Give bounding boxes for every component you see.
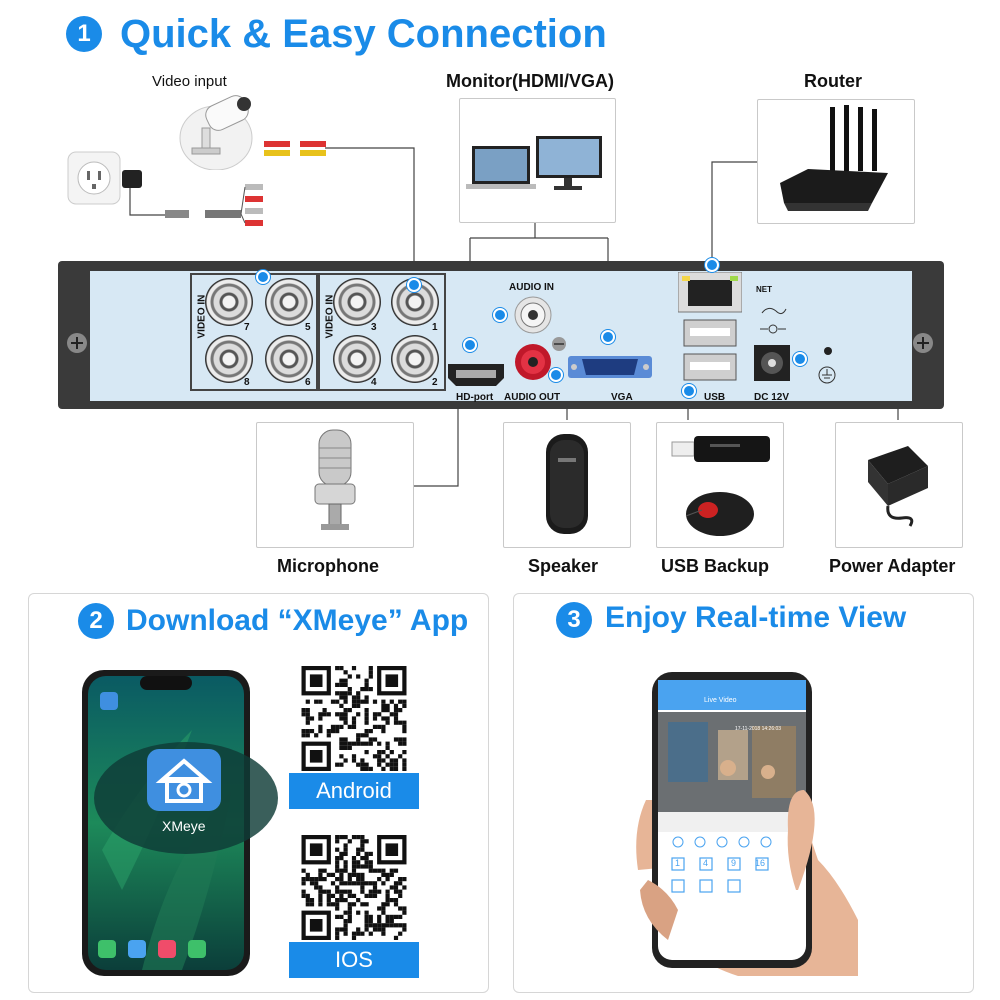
live-video-title: Live Video (704, 697, 737, 704)
rca-plug-icon (264, 141, 326, 156)
microphone-icon (314, 429, 356, 530)
audio-out-label: AUDIO OUT (504, 392, 561, 403)
audio-in-label: AUDIO IN (509, 282, 554, 293)
monitor-label: Monitor(HDMI/VGA) (446, 71, 614, 91)
port-number: 5 (305, 322, 311, 333)
speaker-label: Speaker (528, 556, 599, 576)
step-3-badge: 3 (556, 602, 592, 638)
connection-dot (463, 338, 477, 352)
connection-dot (407, 278, 421, 292)
video-in-group-left (190, 273, 318, 391)
speaker-icon (546, 434, 588, 534)
ios-qr-code[interactable] (289, 835, 419, 945)
step-2-badge: 2 (78, 603, 114, 639)
screw-icon (913, 333, 933, 353)
net-label: NET (756, 285, 772, 294)
dc-polarity-icon (760, 307, 787, 334)
power-plug-icon (122, 170, 142, 188)
ground-icon (818, 366, 836, 384)
dc-label: DC 12V (754, 392, 790, 403)
connection-dot (549, 368, 563, 382)
bnc-port-3[interactable] (333, 278, 381, 326)
step-1-badge: 1 (66, 16, 102, 52)
video-in-label: VIDEO IN (196, 294, 208, 339)
camera-icon (179, 95, 253, 170)
step-3-title: Enjoy Real-time View (605, 601, 907, 634)
connection-dot (601, 330, 615, 344)
bnc-port-5[interactable] (265, 278, 313, 326)
connection-dot (793, 352, 807, 366)
port-number: 4 (371, 377, 377, 388)
video-in-group-right (318, 273, 446, 391)
step-2-title: Download “XMeye” App (126, 604, 469, 637)
hand-phone-image (636, 672, 858, 976)
grid-4-button[interactable]: 4 (703, 858, 709, 868)
video-in-label: VIDEO IN (324, 294, 336, 339)
hole-icon (824, 347, 832, 355)
xmeye-app-icon[interactable] (145, 747, 223, 813)
microphone-label: Microphone (277, 556, 379, 576)
usb-backup-label: USB Backup (661, 556, 770, 576)
video-input-label: Video input (152, 73, 227, 90)
screw-icon (67, 333, 87, 353)
hd-port-label: HD-port (456, 392, 494, 403)
xmeye-app-name: XMeye (162, 818, 206, 834)
connection-dot (493, 308, 507, 322)
wall-outlet-icon (67, 151, 121, 205)
port-number: 3 (371, 322, 377, 333)
android-label: Android (289, 773, 419, 809)
grid-16-button[interactable]: 16 (755, 858, 766, 868)
vga-label: VGA (611, 392, 633, 403)
bnc-port-6[interactable] (265, 335, 313, 383)
usb-label: USB (704, 392, 726, 403)
port-number: 1 (432, 322, 438, 333)
connection-dot (256, 270, 270, 284)
connection-dot (705, 258, 719, 272)
vga-port-icon[interactable] (568, 350, 652, 384)
live-timestamp: 17-11-2018 14:26:03 (735, 726, 782, 732)
cable-splitter-icon (165, 184, 263, 226)
connection-dot (682, 384, 696, 398)
power-adapter-label: Power Adapter (829, 556, 956, 576)
router-label: Router (804, 71, 862, 91)
router-icon (780, 105, 888, 211)
hdmi-port-icon[interactable] (446, 360, 506, 390)
port-number: 6 (305, 377, 311, 388)
monitor-icon (466, 136, 602, 190)
grid-9-button[interactable]: 9 (731, 858, 737, 868)
power-adapter-icon (868, 446, 928, 527)
audio-in-jack[interactable] (513, 295, 553, 335)
screw-icon (552, 337, 566, 351)
usb-drive-icon (671, 436, 770, 462)
dc-jack[interactable] (752, 343, 792, 383)
audio-out-jack[interactable] (513, 342, 553, 382)
port-number: 8 (244, 377, 250, 388)
bnc-port-2[interactable] (391, 335, 439, 383)
net-usb-ports[interactable] (678, 272, 742, 392)
port-number: 2 (432, 377, 438, 388)
ios-label: IOS (289, 942, 419, 978)
grid-1-button[interactable]: 1 (675, 858, 681, 868)
bnc-port-7[interactable] (205, 278, 253, 326)
bnc-port-8[interactable] (205, 335, 253, 383)
port-number: 7 (244, 322, 250, 333)
mouse-icon (685, 492, 754, 536)
bnc-port-4[interactable] (333, 335, 381, 383)
android-qr-code[interactable] (289, 666, 419, 781)
step-1-title: Quick & Easy Connection (120, 12, 607, 56)
